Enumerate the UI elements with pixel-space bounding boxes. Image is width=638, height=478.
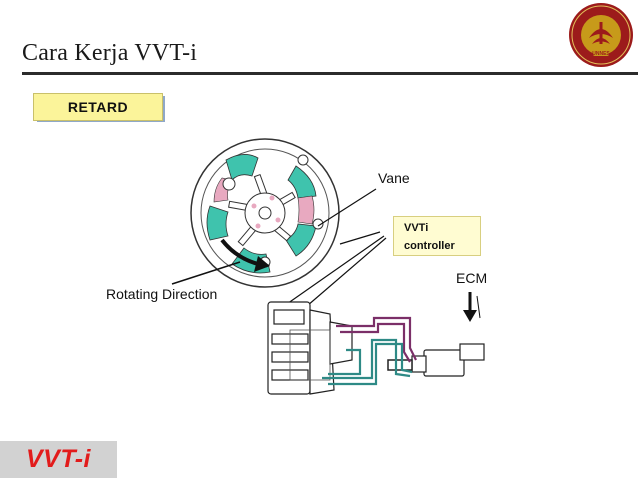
- controller-label-line1: VVTi: [404, 222, 429, 234]
- vane-pointer: [317, 188, 377, 227]
- page-title: Cara Kerja VVT-i: [22, 40, 198, 66]
- footer-brand: VVT-i: [25, 445, 91, 473]
- rotating-direction-pointer: [171, 261, 241, 285]
- rotating-direction-label: Rotating Direction: [106, 286, 218, 302]
- mode-badge: RETARD: [33, 93, 163, 121]
- controller-pointer: [339, 231, 381, 245]
- title-divider: [22, 72, 638, 75]
- retard-oil-line: [336, 316, 417, 361]
- advance-oil-line: [328, 342, 413, 386]
- footer-brand-bar: VVT-i: [0, 441, 117, 478]
- vane-label: Vane: [378, 170, 410, 186]
- vane-rotor-assembly: [190, 138, 340, 288]
- vvti-controller-box: VVTi controller: [393, 216, 481, 256]
- logo-text: UNNES: [592, 51, 610, 57]
- university-logo: UNNES: [569, 3, 633, 67]
- ecm-label: ECM: [456, 270, 488, 286]
- ecm-signal-arrow: [463, 292, 481, 322]
- controller-label-line2: controller: [404, 240, 455, 252]
